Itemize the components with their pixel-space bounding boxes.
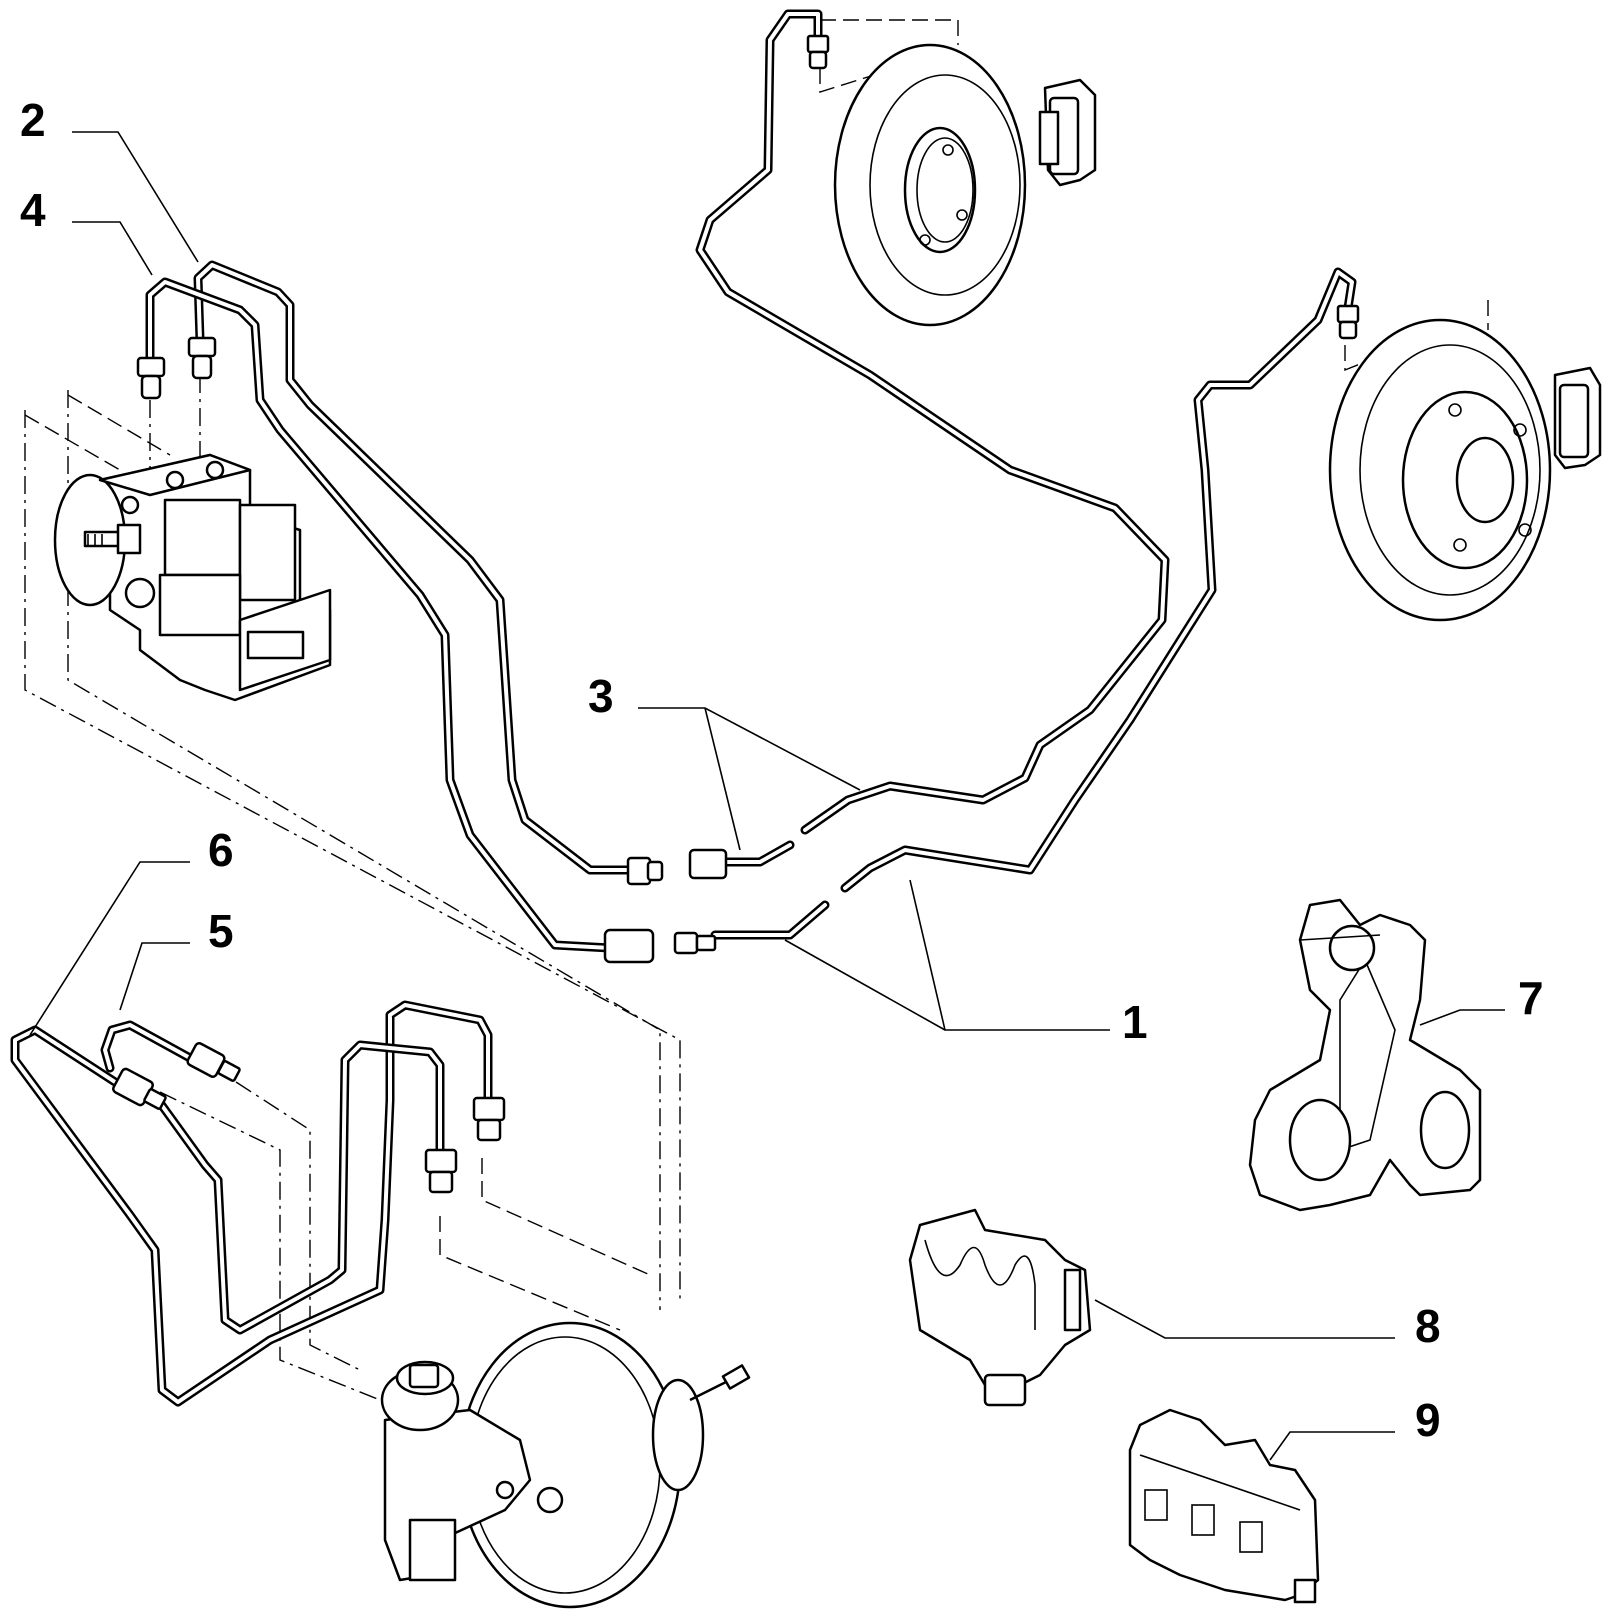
callout-8: 8 (1415, 1300, 1441, 1352)
callout-9: 9 (1415, 1394, 1441, 1446)
callout-3: 3 (588, 670, 614, 722)
brake-booster-master-cylinder (380, 1321, 751, 1609)
callout-5: 5 (208, 905, 234, 957)
callout-4: 4 (20, 184, 46, 236)
rear-brake-disc (1328, 318, 1602, 622)
front-brake-disc (833, 43, 1097, 327)
pipe-clip-7 (1248, 898, 1482, 1212)
abs-hydraulic-unit (53, 453, 332, 702)
leader-lines (29, 131, 1505, 1461)
brake-pipes (10, 9, 1357, 1407)
callout-2: 2 (20, 94, 46, 146)
callout-6: 6 (208, 824, 234, 876)
pipe-clip-9 (1128, 1408, 1320, 1604)
callout-1: 1 (1122, 996, 1148, 1048)
pipe-fittings (112, 34, 1360, 1194)
callout-labels: 2 4 3 1 6 5 7 8 9 (20, 94, 1544, 1446)
callout-7: 7 (1518, 972, 1544, 1024)
pipe-clip-8 (908, 1208, 1092, 1407)
